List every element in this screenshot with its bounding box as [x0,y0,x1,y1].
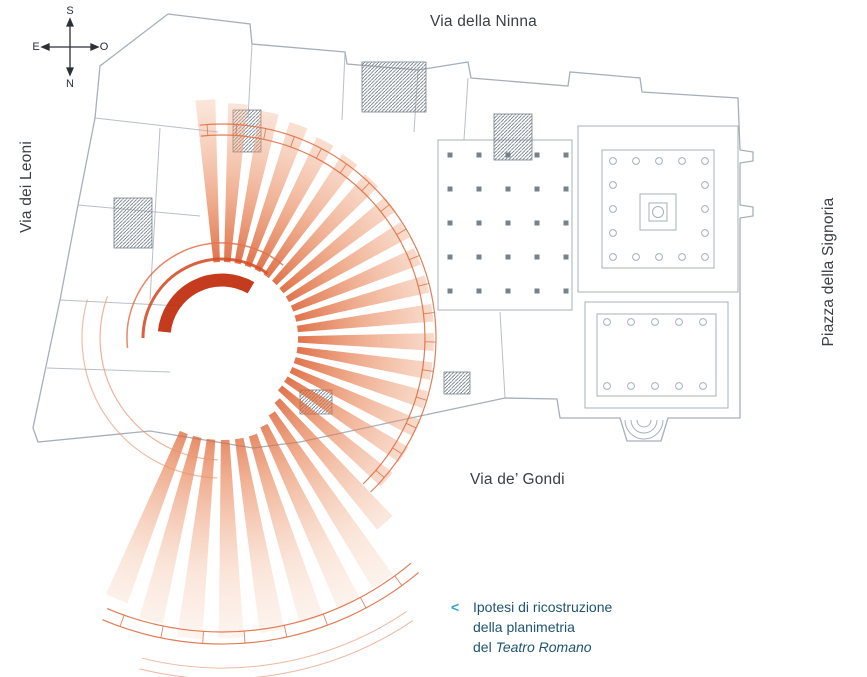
street-label-via-dei-leoni: Via dei Leoni [18,141,35,233]
street-label-via-della-ninna: Via della Ninna [430,13,537,30]
caption: Ipotesi di ricostruzione della planimetr… [473,597,612,657]
compass-letter-west: O [99,41,109,53]
compass-icon [40,17,100,77]
caption-line-1: Ipotesi di ricostruzione [473,599,613,615]
compass-letter-north: N [66,78,74,90]
street-label-via-de-gondi: Via de’ Gondi [470,471,565,488]
street-label-piazza-della-signoria: Piazza della Signoria [820,197,837,347]
caption-line-2: della planimetria [473,619,575,635]
compass-letter-south: S [66,5,74,17]
caption-line-3: del Teatro Romano [473,639,592,655]
compass-letter-east: E [32,41,40,53]
theater-reconstruction-overlay [81,99,437,677]
caption-arrow-icon: < [451,599,460,615]
